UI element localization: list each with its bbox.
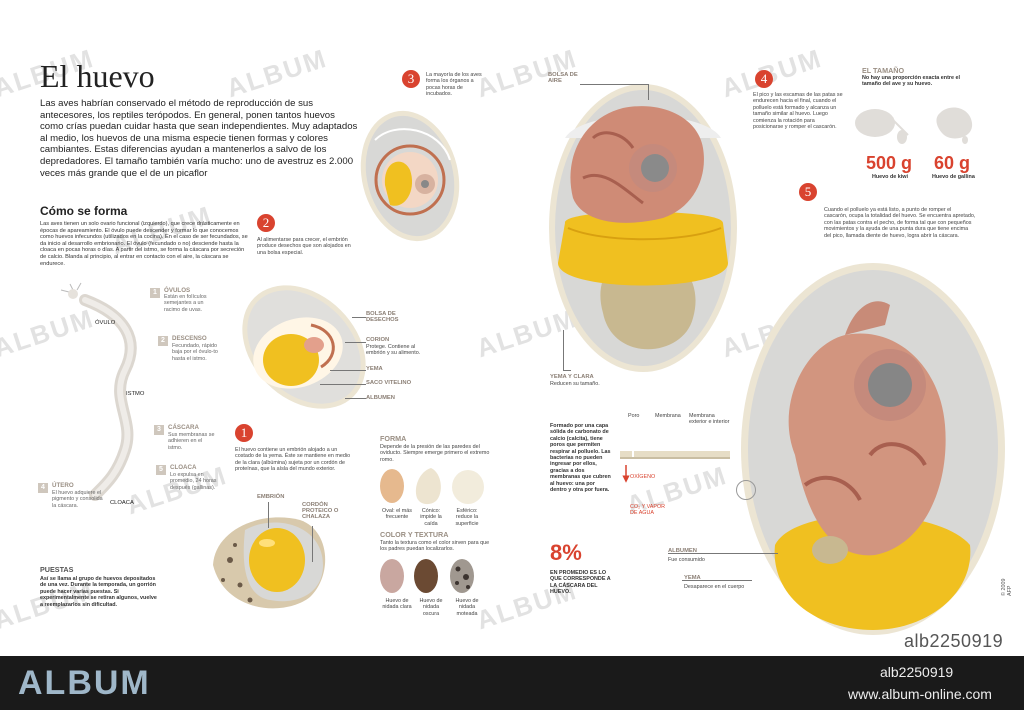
egg-stage-3-illustration (360, 110, 460, 242)
egg2-label: SACO VITELINO (366, 380, 412, 386)
step-desc: Lo expulsa en promedio, 24 horas después… (170, 472, 217, 491)
stage-number-badge: 2 (257, 214, 275, 232)
stage-2-text: Al alimentarse para crecer, el embrión p… (257, 237, 351, 256)
color-item-label: Huevo de nidada moteada (455, 598, 479, 617)
shell-detail-circle (736, 480, 756, 500)
label-yema-clara-desc: Reducen su tamaño. (550, 381, 600, 387)
size-label: Huevo de gallina (932, 174, 975, 180)
egg5-label: ALBUMEN (668, 548, 697, 554)
stage-number-badge: 5 (799, 183, 817, 201)
section-heading: Cómo se forma (40, 204, 128, 218)
forma-title: FORMA (380, 434, 407, 443)
step-number: 4 (38, 483, 48, 493)
egg1-label-embrion: EMBRIÓN (257, 494, 285, 500)
step-desc: Sus membranas se adhieren en el istmo. (168, 432, 215, 451)
color-textura-title: COLOR Y TEXTURA (380, 530, 449, 539)
puestas-text: Así se llama al grupo de huevos deposita… (40, 576, 157, 608)
step-desc: Están en folículos semejantes a un racim… (164, 294, 207, 313)
label-istmo: ISTMO (126, 391, 145, 397)
egg1-label-cordon: CORDÓN PROTEICO O CHALAZA (302, 502, 339, 520)
stage-number-badge: 1 (235, 424, 253, 442)
egg2-label: BOLSA DE DESECHOS (366, 311, 399, 323)
puestas-title: PUESTAS (40, 565, 74, 574)
size-value: 500 g (866, 153, 913, 173)
watermark: ALBUM (222, 42, 331, 104)
footer-bar: ALBUM alb2250919 www.album-online.com (0, 656, 1024, 710)
intro-text: Las aves habrían conservado el método de… (40, 98, 358, 179)
egg2-label-desc: Protege. Contiene al embrión y su alimen… (366, 344, 421, 357)
step-title: DESCENSO (172, 335, 207, 342)
stage-4-text: El pico y las escamas de las patas se en… (753, 92, 843, 131)
egg-colors-illustration (380, 559, 474, 593)
label-membrana: Membrana (655, 413, 681, 419)
image-code: alb2250919 (904, 631, 1004, 651)
egg-stage-5-illustration (741, 263, 1005, 635)
step-title: ÚTERO (52, 482, 74, 489)
egg2-label: ALBUMEN (366, 395, 395, 401)
step-number: 5 (156, 465, 166, 475)
egg5-label: YEMA (684, 575, 701, 581)
color-item-label: Huevo de nidada oscura (419, 598, 443, 617)
footer-url[interactable]: www.album-online.com (848, 686, 992, 702)
stage-1-text: El huevo contiene un embrión alojado a u… (235, 447, 351, 473)
album-logo: ALBUM (18, 664, 151, 702)
egg-stage-4-illustration (549, 84, 737, 372)
footer-code: alb2250919 (880, 664, 954, 680)
label-ovulo: ÓVULO (95, 320, 116, 326)
egg2-label: YEMA (366, 366, 383, 372)
step-title: CÁSCARA (168, 424, 199, 431)
label-yema-clara: YEMA Y CLARA (550, 374, 594, 380)
egg5-label-desc: Desaparece en el cuerpo (684, 584, 745, 590)
color-textura-desc: Tanto la textura como el color sirven pa… (380, 540, 490, 553)
forma-item-label: Oval: el más frecuente (382, 508, 412, 521)
egg5-label-desc: Fue consumido (668, 557, 705, 563)
tamano-desc: No hay una proporción exacta entre el ta… (862, 75, 960, 88)
label-poro: Poro (628, 413, 640, 419)
stage-3-text: La mayoría de los aves forma los órganos… (426, 72, 482, 98)
step-desc: Fecundado, rápido baja por el óvulo-to h… (172, 343, 218, 362)
label-membrana-ext: Membrana exterior e interior (689, 413, 730, 426)
infographic-page: ALBUM ALBUM ALBUM ALBUM ALBUM ALBUM ALBU… (0, 42, 1014, 651)
label-co2: CO₂ Y VAPOR DE AGUA (630, 504, 666, 517)
label-oxigeno: OXÍGENO (630, 474, 656, 480)
color-item-label: Huevo de nidada clara (382, 598, 412, 611)
egg-shapes-illustration (380, 468, 484, 505)
egg-stage-1-illustration (213, 517, 326, 609)
label-bolsa-aire: BOLSA DE AIRE (548, 72, 578, 84)
forma-item-label: Esférico: reduce la superficie (455, 508, 479, 527)
egg2-label: CORION (366, 337, 390, 343)
stage-number-badge: 4 (755, 70, 773, 88)
stage-5-text: Cuando el polluelo ya está listo, a punt… (824, 207, 976, 239)
oviduct-diagram (60, 282, 137, 501)
forma-item-label: Cónico: impide la caída (420, 508, 442, 527)
bird-silhouettes (855, 107, 973, 144)
section-text: Las aves tienen un solo ovario funcional… (40, 221, 248, 267)
stage-number-badge: 3 (402, 70, 420, 88)
step-number: 2 (158, 336, 168, 346)
forma-desc: Depende de la presión de las paredes del… (380, 444, 490, 463)
shell-cross-section (620, 451, 730, 483)
step-title: CLOACA (170, 464, 197, 471)
step-number: 1 (150, 288, 160, 298)
egg-stage-2-illustration (242, 285, 366, 409)
label-cloaca: CLOACA (110, 500, 134, 506)
tamano-title: EL TAMAÑO (862, 66, 905, 75)
percent-desc: EN PROMEDIO ES LO QUE CORRESPONDE A LA C… (550, 570, 611, 596)
step-title: ÓVULOS (164, 287, 191, 294)
size-value: 60 g (934, 153, 971, 173)
step-desc: El huevo adquiere el pigmento y consolid… (52, 490, 103, 509)
size-label: Huevo de kiwi (872, 174, 908, 180)
credit: © 2009 AFP (1001, 578, 1014, 596)
percent-value: 8% (550, 540, 582, 565)
page-title: El huevo (40, 58, 155, 94)
shell-text: Formado por una capa sólida de carbonato… (550, 423, 611, 494)
step-number: 3 (154, 425, 164, 435)
